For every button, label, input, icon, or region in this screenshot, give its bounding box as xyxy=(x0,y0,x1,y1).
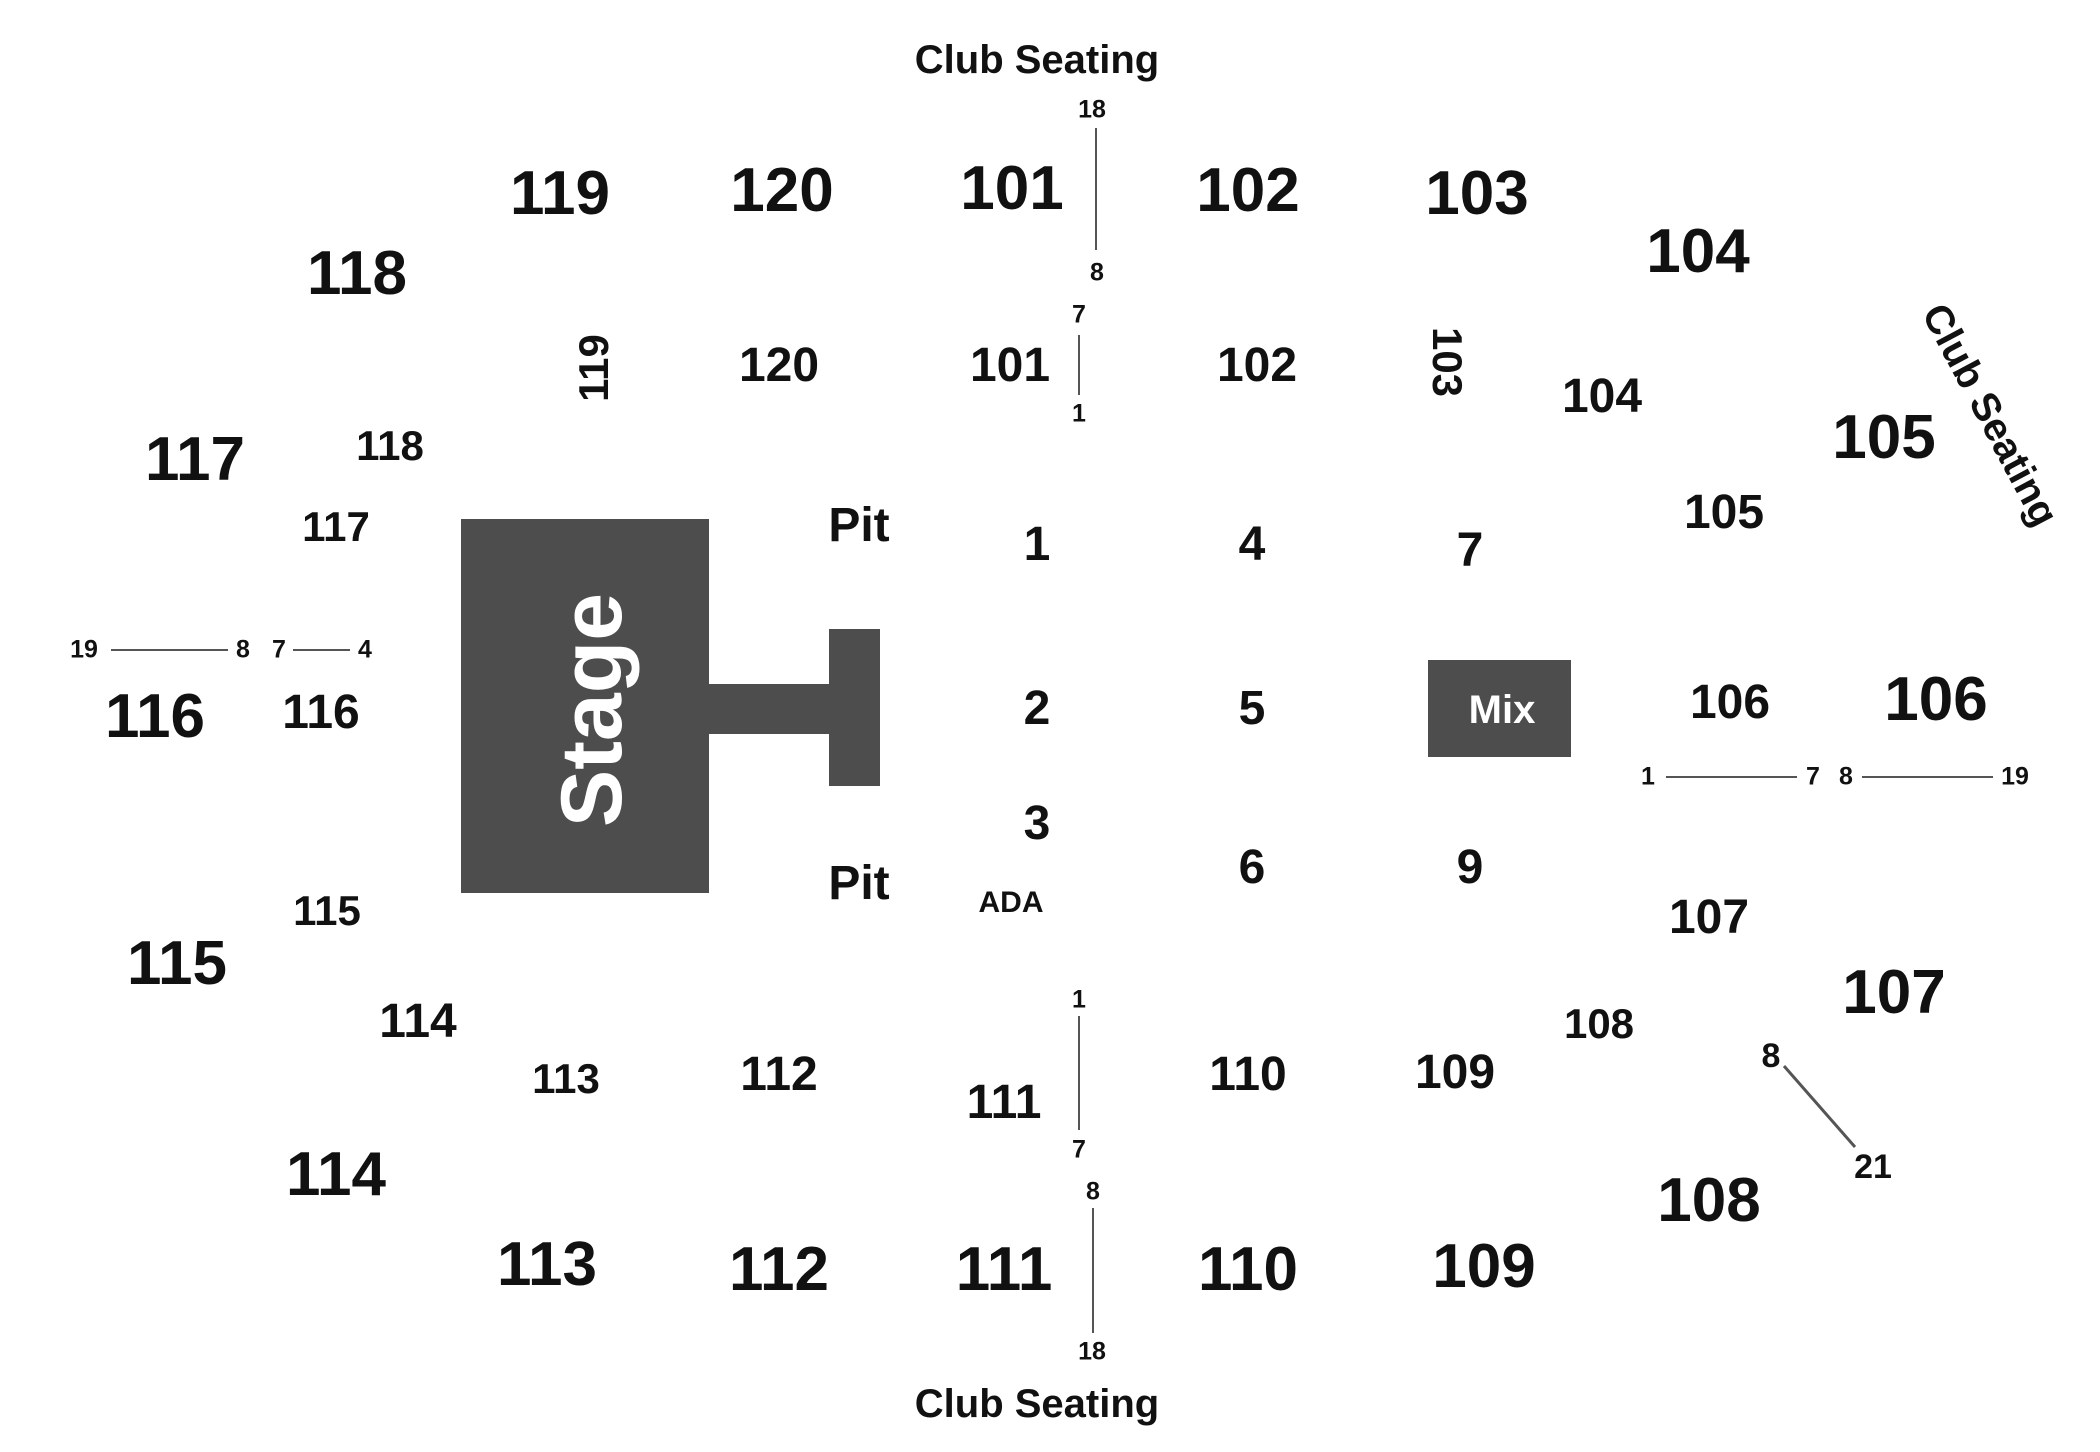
upper-section-101[interactable]: 101 xyxy=(960,154,1064,223)
upper-section-107[interactable]: 107 xyxy=(1842,958,1946,1027)
upper-section-115[interactable]: 115 xyxy=(126,929,228,998)
row-marker-right-outer-end: 19 xyxy=(2001,762,2029,791)
ada-label: ADA xyxy=(978,886,1044,919)
lower-section-116[interactable]: 116 xyxy=(282,686,360,739)
stage[interactable] xyxy=(461,519,709,893)
floor-section-6[interactable]: 6 xyxy=(1238,841,1266,894)
lower-section-113[interactable]: 113 xyxy=(532,1055,600,1102)
row-marker-right-inner-start: 1 xyxy=(1641,762,1655,791)
upper-section-111[interactable]: 111 xyxy=(955,1235,1053,1304)
floor-section-5[interactable]: 5 xyxy=(1238,682,1266,735)
club-seating-bottom[interactable]: Club Seating xyxy=(914,1382,1160,1426)
row-marker-left-inner-end: 4 xyxy=(358,635,372,664)
floor-section-1[interactable]: 1 xyxy=(1023,518,1051,571)
upper-section-106[interactable]: 106 xyxy=(1884,665,1988,734)
lower-section-112[interactable]: 112 xyxy=(740,1048,818,1101)
lower-section-102[interactable]: 102 xyxy=(1216,339,1298,392)
row-marker-left-outer-start: 19 xyxy=(70,635,98,664)
lower-section-101[interactable]: 101 xyxy=(969,339,1051,392)
row-marker-bottom-outer-end: 18 xyxy=(1078,1337,1106,1366)
club-seating-top[interactable]: Club Seating xyxy=(914,38,1160,82)
row-marker-top-inner-end: 1 xyxy=(1072,399,1086,428)
lower-section-117[interactable]: 117 xyxy=(302,503,370,550)
lower-section-110[interactable]: 110 xyxy=(1209,1048,1287,1101)
upper-section-113[interactable]: 113 xyxy=(496,1230,598,1299)
stage-walkway xyxy=(709,684,829,734)
row-marker-bottom-outer-start: 8 xyxy=(1086,1177,1100,1206)
pit-top[interactable]: Pit xyxy=(828,499,890,552)
lower-section-115[interactable]: 115 xyxy=(293,887,361,934)
row-marker-right-inner-end: 7 xyxy=(1806,762,1820,791)
floor-section-3[interactable]: 3 xyxy=(1023,797,1051,850)
floor-section-2[interactable]: 2 xyxy=(1023,682,1051,735)
upper-section-114[interactable]: 114 xyxy=(285,1140,387,1209)
lower-section-114[interactable]: 114 xyxy=(379,995,457,1048)
upper-section-119[interactable]: 119 xyxy=(509,159,611,228)
upper-section-116[interactable]: 116 xyxy=(104,682,206,751)
lower-section-118[interactable]: 118 xyxy=(356,422,424,469)
lower-section-107[interactable]: 107 xyxy=(1668,891,1750,944)
lower-section-104[interactable]: 104 xyxy=(1561,370,1643,423)
stage-thrust xyxy=(829,629,880,786)
mix-label: Mix xyxy=(1468,688,1536,732)
lower-section-108[interactable]: 108 xyxy=(1563,1000,1635,1047)
row-marker-top-outer-start: 18 xyxy=(1078,95,1106,124)
lower-section-111[interactable]: 111 xyxy=(966,1076,1042,1129)
pit-bottom[interactable]: Pit xyxy=(828,857,890,910)
row-marker-top-inner-start: 7 xyxy=(1072,300,1086,329)
upper-section-105[interactable]: 105 xyxy=(1832,403,1936,472)
upper-section-109[interactable]: 109 xyxy=(1432,1232,1536,1301)
row-marker-right-outer-start: 8 xyxy=(1839,762,1853,791)
row-marker-left-inner-start: 7 xyxy=(272,635,286,664)
upper-section-103[interactable]: 103 xyxy=(1425,159,1529,228)
upper-section-120[interactable]: 120 xyxy=(730,156,834,225)
upper-section-108[interactable]: 108 xyxy=(1657,1166,1761,1235)
upper-section-102[interactable]: 102 xyxy=(1196,156,1300,225)
row-marker-diagonal-end: 21 xyxy=(1854,1148,1892,1186)
mix-position xyxy=(1428,660,1571,757)
row-marker-bottom-inner-end: 7 xyxy=(1072,1135,1086,1164)
lower-section-120[interactable]: 120 xyxy=(738,339,820,392)
row-marker-bottom-inner-start: 1 xyxy=(1072,985,1086,1014)
floor-section-7[interactable]: 7 xyxy=(1456,524,1484,577)
upper-section-110[interactable]: 110 xyxy=(1197,1235,1299,1304)
row-marker-diagonal-start: 8 xyxy=(1761,1037,1781,1075)
row-line-diagonal xyxy=(1782,1065,1857,1148)
floor-section-4[interactable]: 4 xyxy=(1238,518,1266,571)
row-marker-top-outer-end: 8 xyxy=(1090,258,1104,287)
floor-section-9[interactable]: 9 xyxy=(1456,841,1484,894)
upper-section-104[interactable]: 104 xyxy=(1646,217,1750,286)
lower-section-109[interactable]: 109 xyxy=(1414,1046,1496,1099)
upper-section-112[interactable]: 112 xyxy=(728,1235,830,1304)
upper-section-117[interactable]: 117 xyxy=(144,425,246,494)
lower-section-105[interactable]: 105 xyxy=(1683,486,1765,539)
row-marker-left-outer-end: 8 xyxy=(236,635,250,664)
upper-section-118[interactable]: 118 xyxy=(306,239,408,308)
lower-section-106[interactable]: 106 xyxy=(1689,676,1771,729)
